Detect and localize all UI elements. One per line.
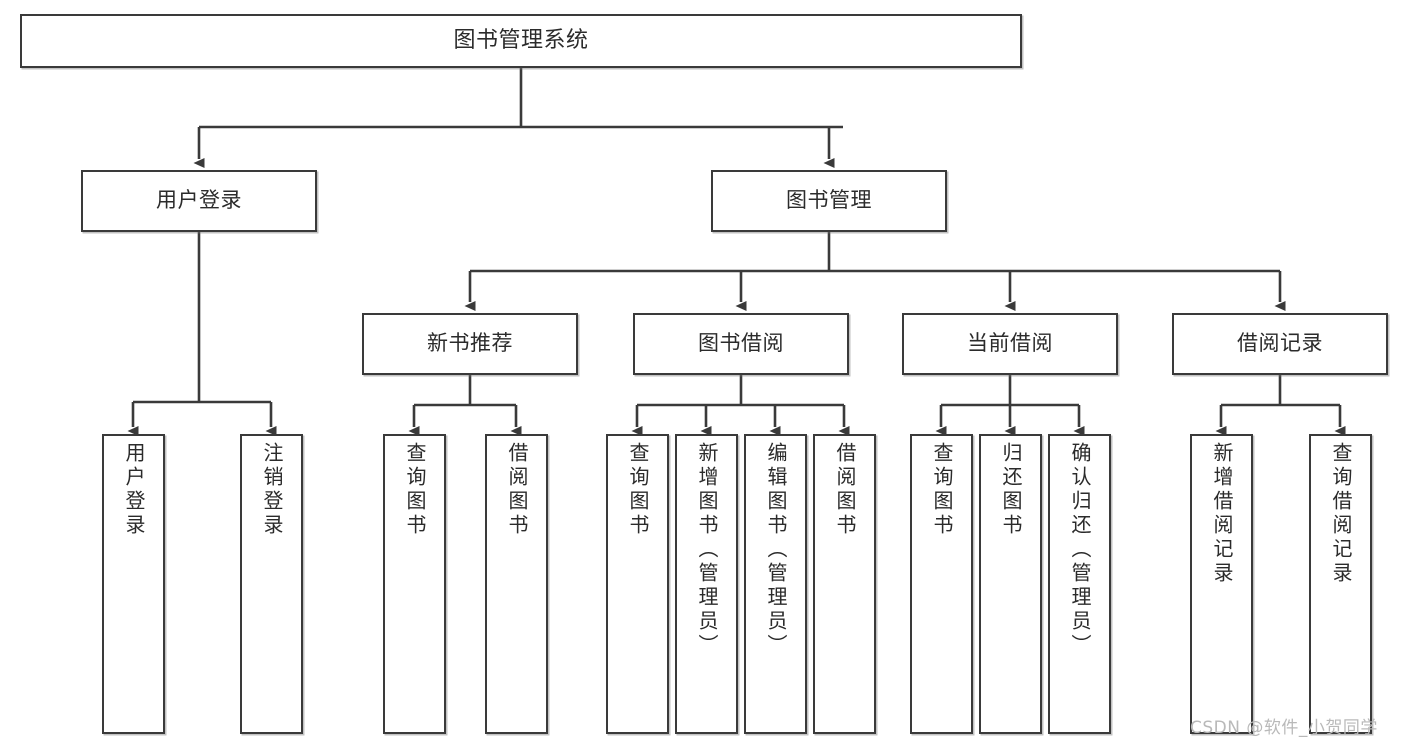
node-leaf-borrow-book-2-label: 借阅图书 — [833, 442, 857, 538]
node-leaf-query-book-2-label: 查询图书 — [626, 442, 650, 538]
node-leaf-add-book[interactable]: 新增图书（管理员） — [675, 434, 738, 734]
node-leaf-query-book-1[interactable]: 查询图书 — [383, 434, 446, 734]
node-current-borrow[interactable]: 当前借阅 — [902, 313, 1118, 375]
node-leaf-add-record-label: 新增借阅记录 — [1210, 442, 1234, 586]
node-new-book-recommend[interactable]: 新书推荐 — [362, 313, 578, 375]
node-leaf-query-book-3-label: 查询图书 — [930, 442, 954, 538]
node-user-login-label: 用户登录 — [156, 188, 242, 213]
watermark: CSDN @软件_小贺同学 — [1190, 718, 1378, 738]
node-leaf-logout[interactable]: 注销登录 — [240, 434, 303, 734]
node-book-borrow-label: 图书借阅 — [698, 331, 784, 356]
node-leaf-borrow-book-1-label: 借阅图书 — [505, 442, 529, 538]
node-leaf-add-record[interactable]: 新增借阅记录 — [1190, 434, 1253, 734]
node-book-borrow[interactable]: 图书借阅 — [633, 313, 849, 375]
node-leaf-user-login-label: 用户登录 — [122, 442, 146, 538]
node-leaf-edit-book[interactable]: 编辑图书（管理员） — [744, 434, 807, 734]
node-root-label: 图书管理系统 — [453, 27, 589, 53]
node-leaf-query-book-3[interactable]: 查询图书 — [910, 434, 973, 734]
node-leaf-user-login[interactable]: 用户登录 — [102, 434, 165, 734]
node-borrow-record[interactable]: 借阅记录 — [1172, 313, 1388, 375]
node-book-manage-label: 图书管理 — [786, 188, 872, 213]
node-leaf-edit-book-label: 编辑图书（管理员） — [764, 442, 788, 658]
node-leaf-query-record[interactable]: 查询借阅记录 — [1309, 434, 1372, 734]
node-leaf-confirm-return[interactable]: 确认归还（管理员） — [1048, 434, 1111, 734]
node-leaf-query-book-2[interactable]: 查询图书 — [606, 434, 669, 734]
node-leaf-confirm-return-label: 确认归还（管理员） — [1068, 442, 1092, 658]
node-leaf-logout-label: 注销登录 — [260, 442, 284, 538]
node-current-borrow-label: 当前借阅 — [967, 331, 1053, 356]
node-book-manage[interactable]: 图书管理 — [711, 170, 947, 232]
node-leaf-return-book[interactable]: 归还图书 — [979, 434, 1042, 734]
node-leaf-query-book-1-label: 查询图书 — [403, 442, 427, 538]
node-leaf-borrow-book-2[interactable]: 借阅图书 — [813, 434, 876, 734]
node-user-login[interactable]: 用户登录 — [81, 170, 317, 232]
node-leaf-borrow-book-1[interactable]: 借阅图书 — [485, 434, 548, 734]
node-leaf-add-book-label: 新增图书（管理员） — [695, 442, 719, 658]
node-new-book-recommend-label: 新书推荐 — [427, 331, 513, 356]
node-borrow-record-label: 借阅记录 — [1237, 331, 1323, 356]
node-leaf-return-book-label: 归还图书 — [999, 442, 1023, 538]
node-leaf-query-record-label: 查询借阅记录 — [1329, 442, 1353, 586]
node-root[interactable]: 图书管理系统 — [20, 14, 1022, 68]
